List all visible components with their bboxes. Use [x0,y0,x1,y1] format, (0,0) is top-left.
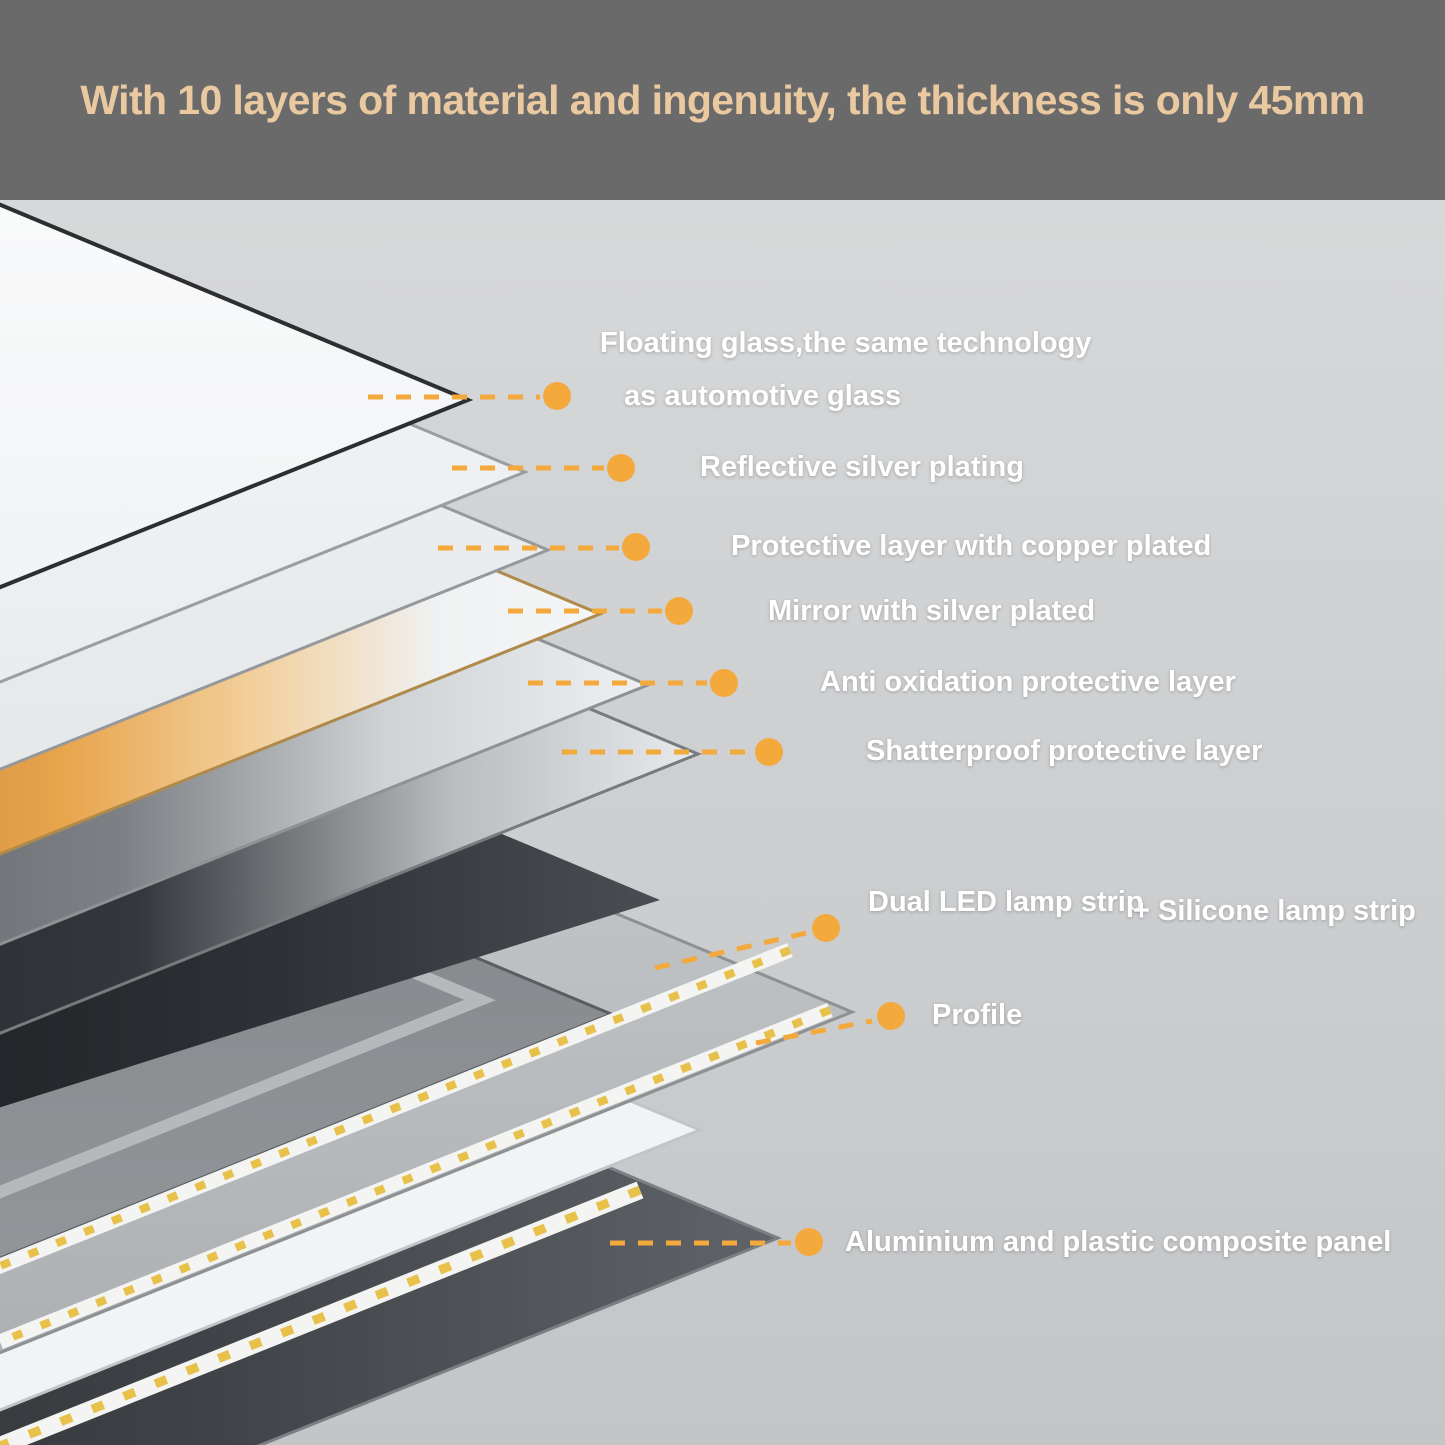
frame-led-strip-1-chips [0,946,792,1271]
panel-led-strip-chips [0,1185,642,1445]
callout-silicone-lamp: + Silicone lamp strip [1133,895,1416,927]
callout-profile: Profile [932,999,1023,1031]
header-banner: With 10 layers of material and ingenuity… [0,0,1445,200]
diffuser-edge [0,836,704,1412]
callout-reflective-silver: Reflective silver plating [700,451,1024,483]
callout-dual-led: Dual LED lamp strip [868,886,1144,918]
layer-copper-protective-edge [0,319,552,771]
layer-floating-glass-edge [0,202,474,590]
dot-profile [877,1002,905,1030]
layer-floating-glass [0,204,468,588]
callout-composite-panel: Aluminium and plastic composite panel [845,1226,1392,1258]
dot-dual-led [812,914,840,942]
dot-shatterproof [755,738,783,766]
callout-floating-glass-line1: Floating glass,the same technology [600,327,1092,359]
callout-mirror-silver: Mirror with silver plated [768,595,1096,627]
callout-shatterproof: Shatterproof protective layer [866,735,1263,767]
dot-reflective-silver [607,454,635,482]
layer-reflective-silver-edge [0,251,529,684]
frame-led-strip-2-base [0,1003,833,1349]
headline: With 10 layers of material and ingenuity… [80,76,1365,123]
layer-mirror-silver-edge [0,361,604,856]
callout-floating-glass-line2: as automotive glass [624,380,902,412]
dot-composite-panel [795,1228,823,1256]
dot-floating-glass [543,382,571,410]
layer-shatterproof-edge [0,461,702,1035]
dot-mirror-silver [665,597,693,625]
dot-anti-oxidation [710,669,738,697]
callout-anti-oxidation: Anti oxidation protective layer [820,666,1236,698]
dot-copper-protective [622,533,650,561]
leader-profile [755,1018,873,1046]
callout-copper-protective: Protective layer with copper plated [731,530,1212,562]
